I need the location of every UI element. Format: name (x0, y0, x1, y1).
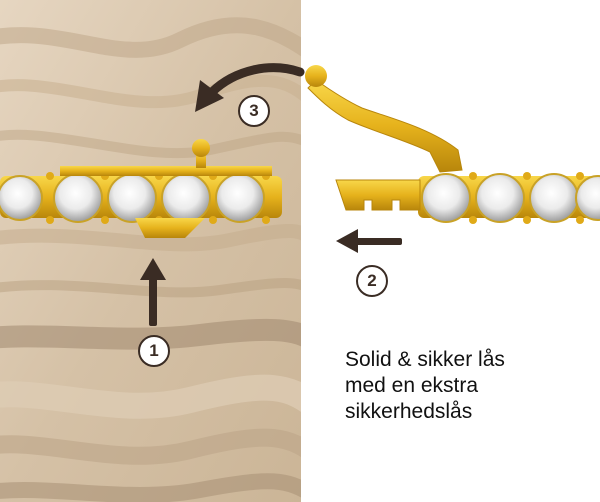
background-wood-texture (0, 0, 301, 502)
step-badge-3: 3 (238, 95, 270, 127)
clasp-box (60, 139, 272, 238)
safety-lever (305, 65, 463, 173)
right-background (301, 0, 600, 502)
left-bracelet-segment (0, 139, 282, 238)
step-badge-2: 2 (356, 265, 388, 297)
caption: Solid & sikker lås med en ekstra sikkerh… (345, 347, 585, 425)
arrow-up-icon (140, 258, 166, 326)
caption-line-2: med en ekstra (345, 374, 479, 397)
curved-arrow-icon (195, 63, 305, 112)
clasp-tongue (335, 179, 421, 211)
step-badge-1: 1 (138, 335, 170, 367)
caption-line-3: sikkerhedslås (345, 400, 473, 423)
right-bracelet-segment (305, 65, 600, 224)
stone-row-left (0, 173, 265, 223)
arrow-left-icon (336, 229, 402, 253)
caption-line-1: Solid & sikker lås (345, 348, 505, 371)
